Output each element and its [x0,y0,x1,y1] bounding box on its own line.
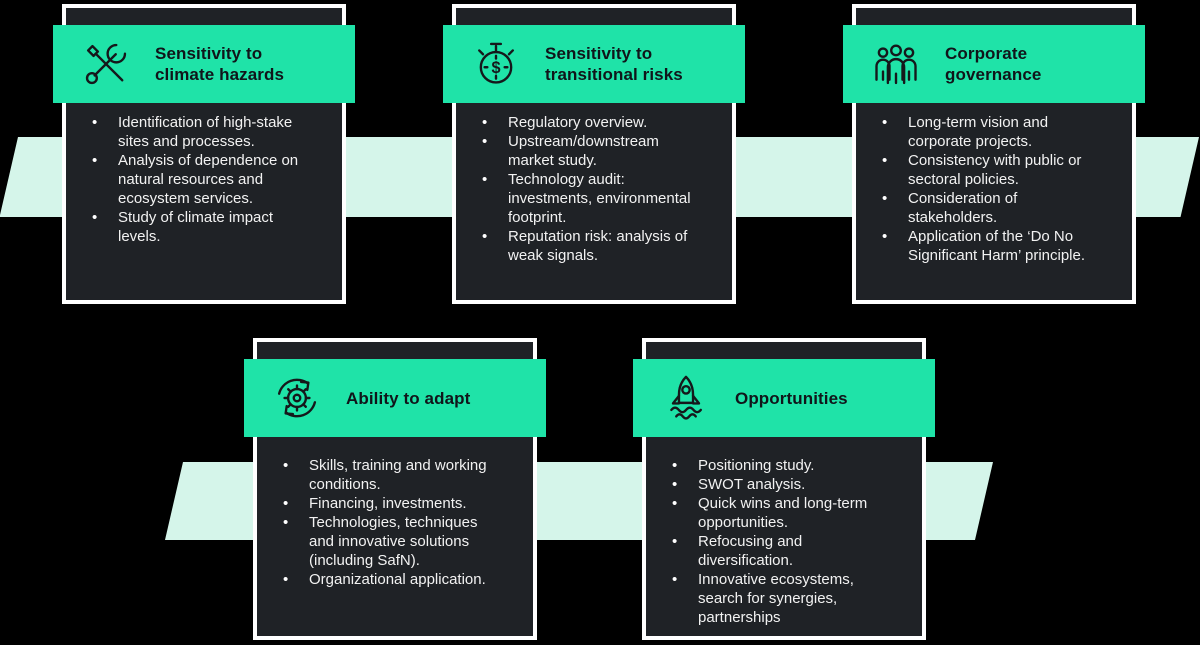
bullet-item: Skills, training and working conditions. [257,456,533,494]
bullet-item: Regulatory overview. [456,113,732,132]
bullet-item: Study of climate impact levels. [66,208,342,246]
bullet-list: Long-term vision and corporate projects.… [856,113,1132,265]
bullet-item: Long-term vision and corporate projects. [856,113,1132,151]
bullet-item: Innovative ecosystems, search for synerg… [646,570,922,627]
bullet-item: Upstream/downstream market study. [456,132,732,170]
bullet-item: Technology audit: investments, environme… [456,170,732,227]
bullet-list: Skills, training and working conditions.… [257,456,533,589]
bullet-item: Analysis of dependence on natural resour… [66,151,342,208]
header-ability-to-adapt: Ability to adapt [244,359,546,437]
bullet-item: Technologies, techniques and innovative … [257,513,533,570]
bullet-item: Financing, investments. [257,494,533,513]
bullet-item: Consistency with public or sectoral poli… [856,151,1132,189]
tools-icon [80,38,132,90]
header-sensitivity-climate-hazards: Sensitivity to climate hazards [53,25,355,103]
header-opportunities: Opportunities [633,359,935,437]
header-corporate-governance: Corporate governance [843,25,1145,103]
bullet-item: Organizational application. [257,570,533,589]
header-sensitivity-transitional-risks: $ Sensitivity to transitional risks [443,25,745,103]
bullet-item: Consideration of stakeholders. [856,189,1132,227]
bullet-list: Regulatory overview. Upstream/downstream… [456,113,732,265]
bullet-item: Positioning study. [646,456,922,475]
rocket-icon [660,372,712,424]
people-group-icon [870,38,922,90]
bullet-item: Identification of high-stake sites and p… [66,113,342,151]
bullet-list: Positioning study. SWOT analysis. Quick … [646,456,922,627]
bullet-item: Quick wins and long-term opportunities. [646,494,922,532]
gear-arrows-icon [271,372,323,424]
bullet-list: Identification of high-stake sites and p… [66,113,342,246]
bullet-item: Refocusing and diversification. [646,532,922,570]
bullet-item: SWOT analysis. [646,475,922,494]
bullet-item: Reputation risk: analysis of weak signal… [456,227,732,265]
card-title: Opportunities [735,388,848,408]
card-title: Sensitivity to transitional risks [545,44,683,84]
stopwatch-dollar-icon: $ [470,38,522,90]
svg-text:$: $ [491,59,500,77]
bullet-item: Application of the ‘Do No Significant Ha… [856,227,1132,265]
card-title: Sensitivity to climate hazards [155,44,285,84]
card-title: Corporate governance [945,44,1042,84]
card-title: Ability to adapt [346,388,471,408]
